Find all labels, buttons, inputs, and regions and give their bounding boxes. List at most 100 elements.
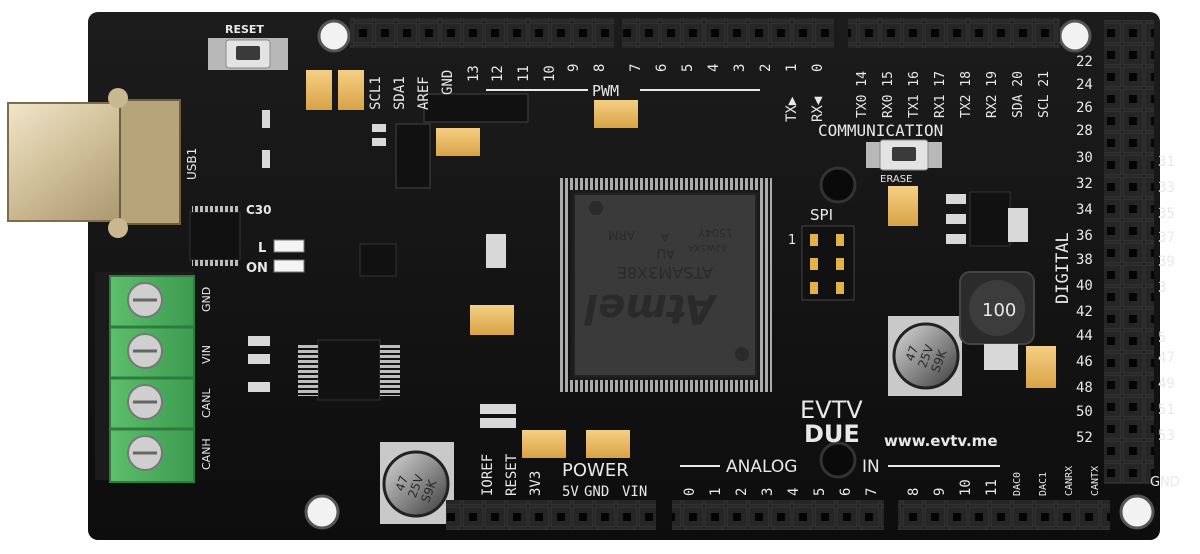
pin-label: RX1 17 xyxy=(933,71,948,118)
pin-label: DAC1 xyxy=(1038,472,1049,496)
rx-label: RX◀ xyxy=(810,96,826,122)
pin-label: 33 xyxy=(1158,180,1175,196)
pin-label: RX0 15 xyxy=(881,71,896,118)
pin-label: 1 xyxy=(708,488,724,496)
pin-label: CANRX xyxy=(1064,466,1075,496)
spi-pin1-label: 1 xyxy=(788,233,796,248)
pin-label: TX0 14 xyxy=(855,71,870,118)
pin-label: 10 xyxy=(958,479,974,496)
spi-label: SPI xyxy=(810,206,833,224)
pin-label: 0 xyxy=(810,64,826,72)
digital-label: DIGITAL xyxy=(1053,232,1073,304)
pin-label: 5V xyxy=(562,484,579,500)
chip-line6: A2W5XA xyxy=(687,242,727,252)
mounting-hole-top-right xyxy=(1058,19,1092,53)
pin-label: 9 xyxy=(566,64,582,72)
erase-button[interactable] xyxy=(866,139,942,171)
pin-label: TX1 16 xyxy=(907,71,922,118)
pin-label: 3 xyxy=(760,488,776,496)
pin-label: 51 xyxy=(1158,402,1175,418)
header-power[interactable] xyxy=(446,500,656,530)
pin-label: IOREF xyxy=(480,454,496,496)
pin-label: 37 xyxy=(1158,230,1175,246)
chip-part: ATSAM3X8E xyxy=(617,263,713,282)
pin-label: 24 xyxy=(1076,77,1093,93)
analog-in-label: IN xyxy=(862,457,880,477)
header-digital-double[interactable] xyxy=(1104,20,1154,484)
pin-label: 5 xyxy=(812,488,828,496)
tantalum-cap xyxy=(888,186,918,226)
tx-label: TX▶ xyxy=(784,96,800,122)
pin-label: 11 xyxy=(516,65,532,82)
tantalum-cap xyxy=(470,305,514,335)
tantalum-cap xyxy=(586,430,630,458)
pin-label: 28 xyxy=(1076,123,1093,139)
mounting-hole-bottom-right xyxy=(1119,494,1155,530)
icsp-header[interactable] xyxy=(395,123,431,189)
pin-label: 4 xyxy=(706,64,722,72)
communication-label: COMMUNICATION xyxy=(818,121,943,140)
erase-label: ERASE xyxy=(880,174,912,185)
comm-pin-labels: TX0 14 RX0 15 TX1 16 RX1 17 TX2 18 RX2 1… xyxy=(855,71,1052,118)
screw-4-icon[interactable] xyxy=(127,435,163,471)
pin-label: SDA1 xyxy=(392,76,408,110)
pin-label: 48 xyxy=(1076,380,1093,396)
screw-3-icon[interactable] xyxy=(127,384,163,420)
spi-pins xyxy=(810,234,844,294)
pin-label: 3V3 xyxy=(528,471,544,496)
pin-label: TX2 18 xyxy=(959,71,974,118)
inductor-label: 100 xyxy=(982,300,1016,321)
led-l-label: L xyxy=(258,241,266,256)
terminal-pin-label: CANL xyxy=(200,388,213,418)
pin-label: 47 xyxy=(1158,350,1175,366)
reset-button[interactable] xyxy=(208,38,288,70)
pin-label: 8 xyxy=(592,64,608,72)
ic-soic xyxy=(298,339,400,401)
tantalum-cap xyxy=(306,70,332,110)
header-analog-left[interactable] xyxy=(672,500,884,530)
pin-label: SCL1 xyxy=(368,76,384,110)
header-analog-right[interactable] xyxy=(898,500,1110,530)
pin-label: 42 xyxy=(1076,304,1093,320)
digital-right-labels: 31 33 35 37 39 3 5 47 49 51 53 xyxy=(1158,154,1175,444)
pin-label: 53 xyxy=(1158,428,1175,444)
can-screw-terminal[interactable] xyxy=(95,272,195,483)
pin-label: 0 xyxy=(682,488,698,496)
ic-small-center xyxy=(359,243,397,277)
url-label: www.evtv.me xyxy=(884,432,998,450)
header-top-middle[interactable] xyxy=(622,18,834,48)
analog-label: ANALOG xyxy=(726,457,797,477)
screw-2-icon[interactable] xyxy=(127,333,163,369)
pin-label: 1 xyxy=(784,64,800,72)
pin-label: 5 xyxy=(680,64,696,72)
spi-header[interactable] xyxy=(801,225,855,301)
c30-label: C30 xyxy=(246,203,272,217)
header-top-left[interactable] xyxy=(350,18,614,48)
pin-label: 44 xyxy=(1076,328,1093,344)
usb-port[interactable] xyxy=(7,88,181,238)
screw-1-icon[interactable] xyxy=(127,282,163,318)
pin-label: GND xyxy=(440,70,456,95)
pin-label: 46 xyxy=(1076,354,1093,370)
brand-label: EVTV xyxy=(800,396,863,424)
header-top-right[interactable] xyxy=(848,18,1060,48)
mounting-hole-lower-center xyxy=(819,441,857,479)
pin-label: 31 xyxy=(1158,154,1175,170)
pin-label: 3 xyxy=(732,64,748,72)
mounting-hole-center xyxy=(819,166,857,204)
top-left-pin-labels: SCL1 SDA1 AREF GND 13 12 11 10 9 8 xyxy=(368,64,608,110)
pin-label: 5 xyxy=(1158,330,1166,346)
pin-label: 22 xyxy=(1076,54,1093,70)
led-on-label: ON xyxy=(246,261,268,276)
regulator xyxy=(969,191,1028,247)
pin-label: RX2 19 xyxy=(985,71,1000,118)
main-mcu-chip xyxy=(558,178,772,392)
jumper-header[interactable] xyxy=(423,93,529,123)
pin-label: 40 xyxy=(1076,278,1093,294)
mounting-hole-top-left xyxy=(317,19,351,53)
pin-label: SDA 20 xyxy=(1011,71,1026,118)
pin-label: GND xyxy=(584,484,609,500)
digital-left-labels: 22 24 26 28 30 32 34 36 38 40 42 44 46 4… xyxy=(1076,54,1093,446)
tantalum-cap xyxy=(594,100,638,128)
